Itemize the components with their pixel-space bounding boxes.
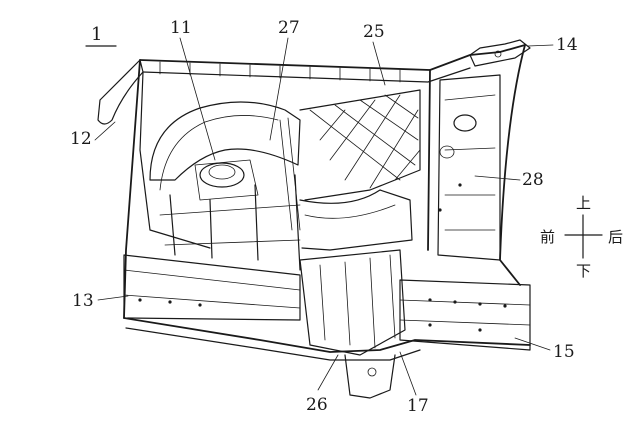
leader-11 [179, 37, 216, 161]
callout-28: 28 [522, 170, 544, 190]
inner-partitions [169, 174, 301, 271]
leader-lines [94, 37, 554, 396]
inner-cross-lines [159, 204, 301, 246]
leader-14 [527, 44, 554, 47]
bracket-hole [494, 50, 502, 58]
right-pillar-ribs [444, 94, 496, 231]
leader-27 [269, 37, 289, 141]
leader-12 [94, 121, 116, 141]
right-pillar-outer [427, 44, 526, 286]
central-body [299, 189, 413, 251]
direction-up: 上 [576, 194, 592, 212]
top-rail-edge [139, 44, 526, 71]
lattice-frame [299, 89, 421, 201]
sill-lines [399, 299, 531, 326]
direction-front: 前 [540, 228, 556, 246]
bottom-rail [123, 317, 531, 353]
left-outer-edge [123, 59, 141, 319]
central-curve [304, 204, 396, 219]
bracket-17 [344, 354, 396, 399]
bracket-17-hole [367, 367, 377, 377]
mount-11-inner [208, 164, 236, 180]
callout-15: 15 [553, 342, 575, 362]
leader-13 [97, 295, 129, 301]
direction-down: 下 [576, 262, 592, 280]
mount-plate [194, 159, 259, 201]
left-inner-edge [139, 71, 211, 249]
callout-17: 17 [407, 396, 429, 416]
orientation-cross [564, 214, 603, 259]
lattice-ribs [309, 94, 421, 189]
bolt-holes [138, 183, 507, 332]
bracket-14 [469, 39, 531, 67]
lower-center-ribs [319, 254, 396, 349]
leader-17 [399, 351, 417, 396]
callout-27: 27 [278, 18, 300, 38]
leader-28 [474, 175, 521, 181]
callout-14: 14 [556, 35, 578, 55]
callout-25: 25 [363, 22, 385, 42]
lower-left-lines [123, 269, 301, 309]
wheel-house-rim [159, 115, 279, 191]
callout-12: 12 [70, 129, 92, 149]
right-pillar-panel [437, 74, 501, 261]
lower-left-panel [123, 254, 301, 321]
leader-25 [372, 41, 386, 86]
top-rail-inner [142, 67, 471, 83]
strut-27 [279, 117, 301, 231]
top-rail-ribs [159, 61, 401, 83]
pillar-hole-upper [453, 114, 477, 132]
callout-11: 11 [170, 18, 192, 38]
bottom-rail-inner [125, 327, 421, 361]
callout-26: 26 [306, 395, 328, 415]
flange-12 [97, 59, 144, 125]
leader-26 [317, 354, 339, 391]
mount-11-outer [199, 162, 245, 188]
figure-number: 1 [91, 24, 103, 45]
direction-back: 后 [608, 228, 624, 246]
leader-15 [514, 337, 551, 351]
wheel-house [149, 101, 301, 181]
pillar-hole-lower [439, 145, 455, 159]
callout-13: 13 [72, 291, 94, 311]
lower-center-assembly [299, 249, 406, 356]
